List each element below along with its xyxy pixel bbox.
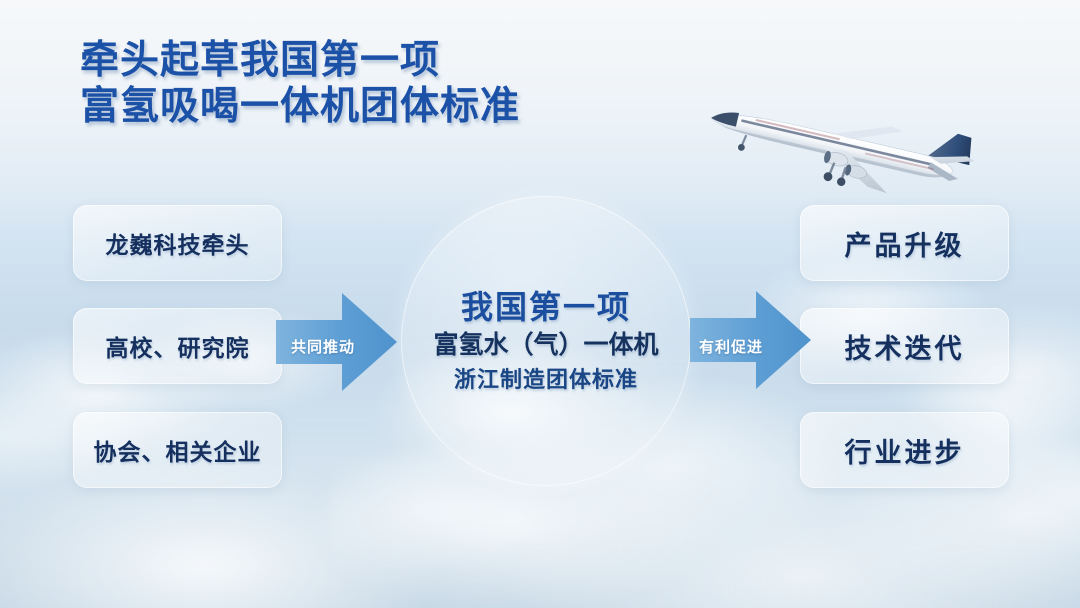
title-line-2: 富氢吸喝一体机团体标准: [80, 85, 521, 128]
title-line-1: 牵头起草我国第一项: [80, 39, 441, 82]
airplane-icon: [688, 104, 976, 206]
center-line-2: 富氢水（气）一体机: [433, 332, 659, 359]
list-item[interactable]: 行业进步: [800, 412, 1009, 488]
left-box-label-0: 龙巍科技牵头: [105, 233, 250, 258]
arrow-right-label: 有利促进: [699, 339, 764, 356]
center-line-3: 浙江制造团体标准: [453, 367, 638, 392]
slide-title: 牵头起草我国第一项 富氢吸喝一体机团体标准: [80, 38, 520, 130]
right-box-label-1: 技术迭代: [844, 333, 965, 364]
list-item[interactable]: 高校、研究院: [73, 308, 282, 384]
center-highlight-circle: 我国第一项 富氢水（气）一体机 浙江制造团体标准: [401, 196, 691, 486]
arrow-left-label: 共同推动: [291, 339, 356, 356]
list-item[interactable]: 产品升级: [800, 205, 1009, 281]
left-box-label-2: 协会、相关企业: [93, 440, 262, 465]
left-box-label-1: 高校、研究院: [105, 336, 250, 361]
center-line-1: 我国第一项: [460, 289, 631, 325]
list-item[interactable]: 协会、相关企业: [73, 412, 282, 488]
right-box-label-0: 产品升级: [844, 230, 965, 261]
right-box-label-2: 行业进步: [844, 437, 965, 468]
list-item[interactable]: 技术迭代: [800, 308, 1009, 384]
list-item[interactable]: 龙巍科技牵头: [73, 205, 282, 281]
